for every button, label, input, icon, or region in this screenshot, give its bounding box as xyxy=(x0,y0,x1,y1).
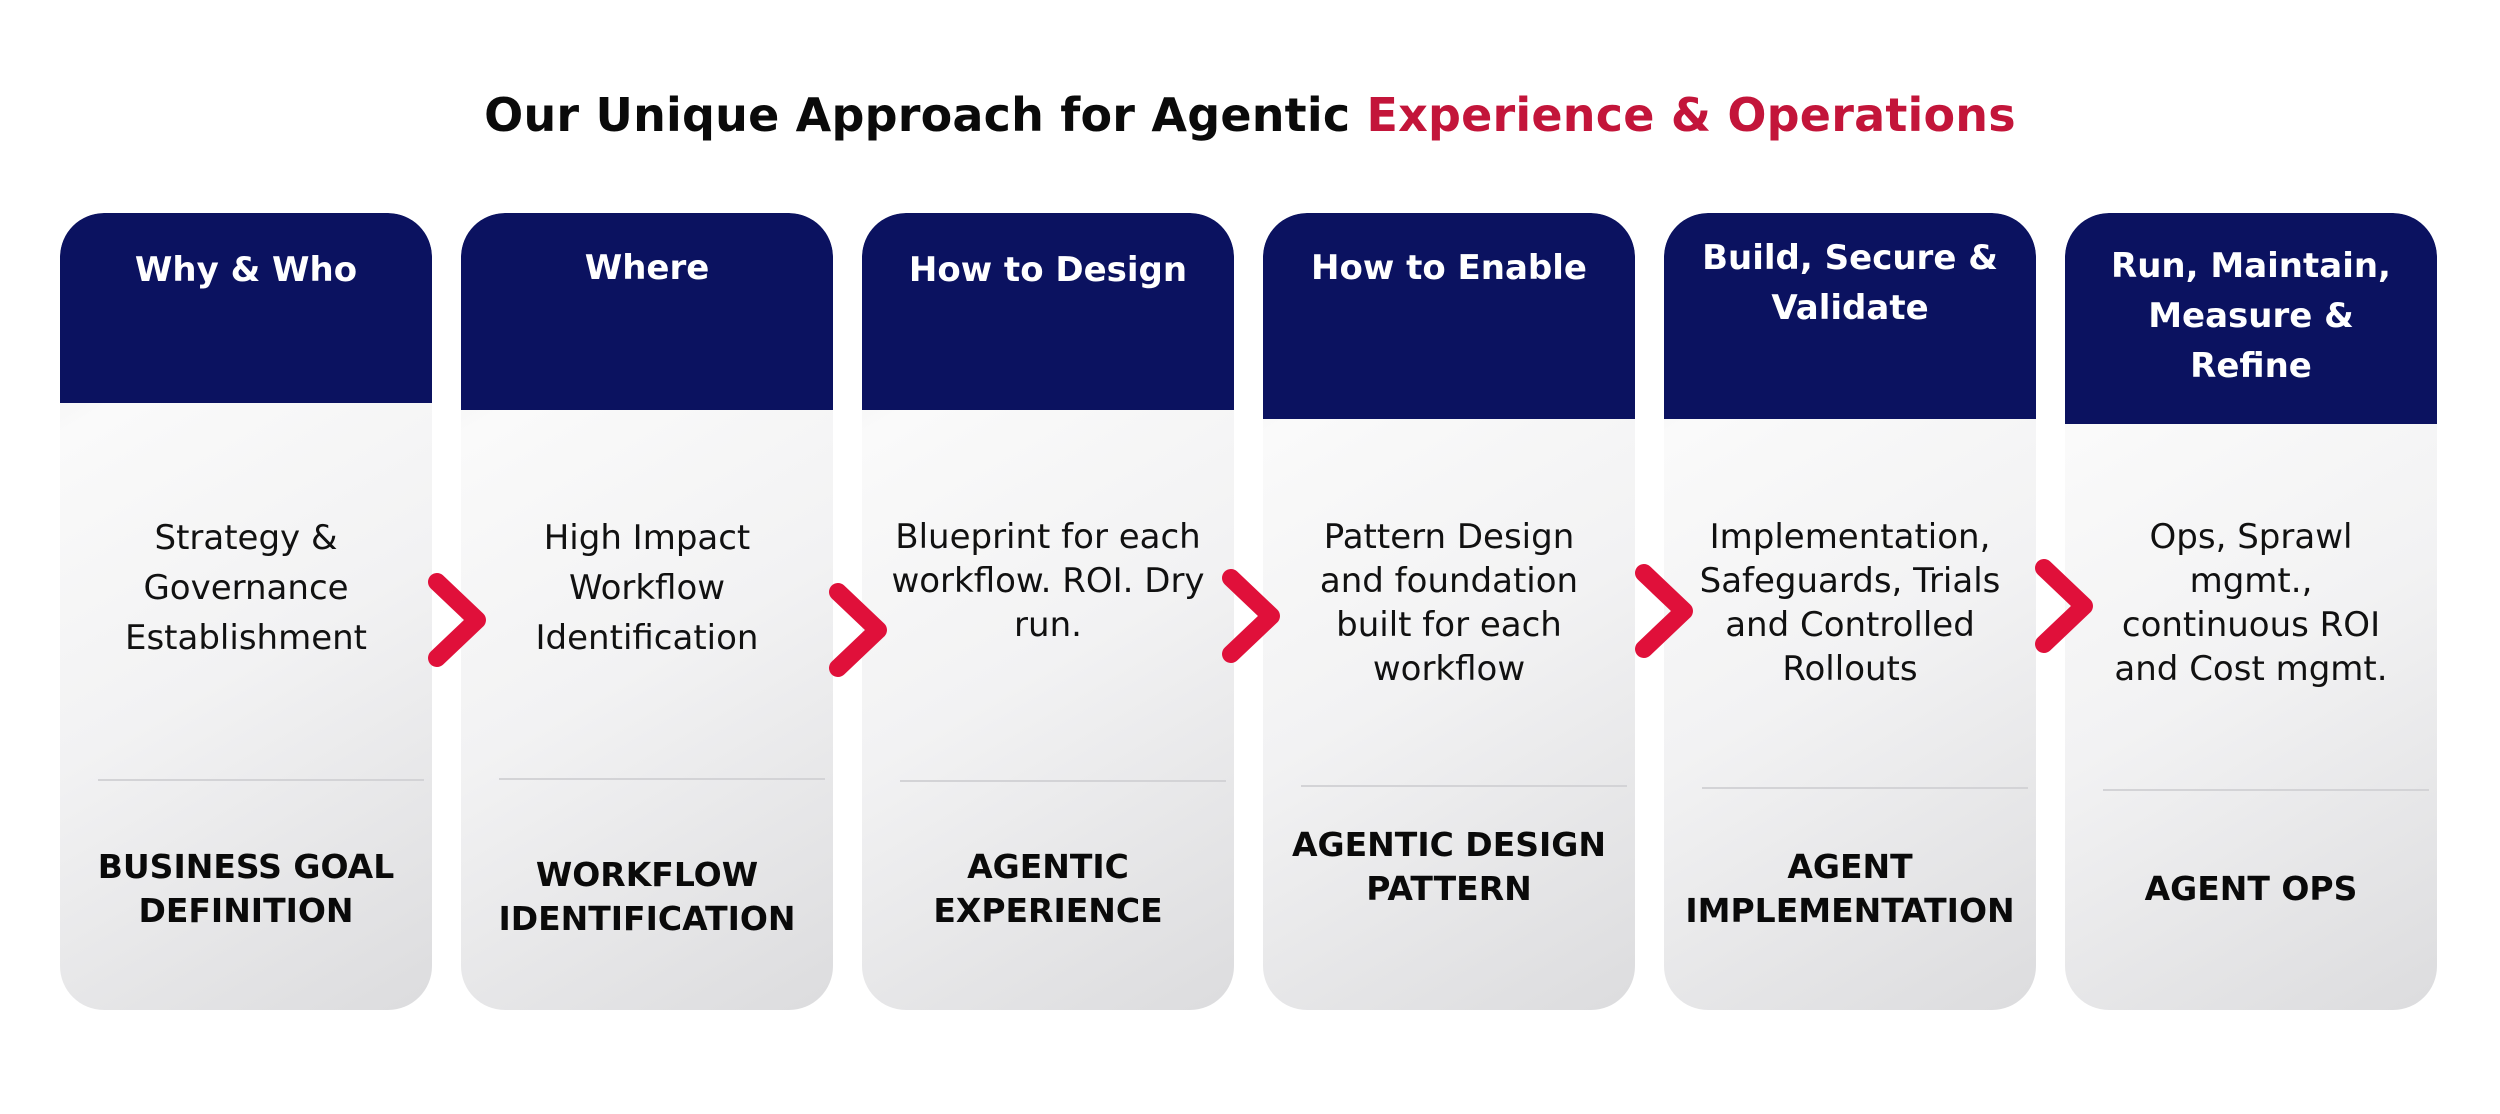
chevron-right-icon xyxy=(1635,564,1693,658)
title-accent: Experience & Operations xyxy=(1366,88,2016,142)
stage-header-1: Why & Who xyxy=(60,213,432,403)
stage-header-label: Build, Secure & Validate xyxy=(1702,238,1998,328)
page-title: Our Unique Approach for Agentic Experien… xyxy=(0,88,2500,142)
stage-header-5: Build, Secure & Validate xyxy=(1664,213,2036,419)
stage-header-6: Run, Maintain, Measure & Refine xyxy=(2065,213,2437,424)
stage-card-1: Why & Who Strategy & Governance Establis… xyxy=(60,213,432,1010)
stage-divider-5 xyxy=(1702,787,2028,789)
stage-footer-5: AGENT IMPLEMENTATION xyxy=(1685,847,2015,930)
title-main: Our Unique Approach for Agentic xyxy=(484,88,1367,142)
chevron-right-icon xyxy=(1222,569,1280,663)
stage-description-2: High Impact Workflow Identification xyxy=(535,518,759,658)
stage-card-5: Build, Secure & Validate Implementation,… xyxy=(1664,213,2036,1010)
chevron-right-icon xyxy=(428,573,486,667)
stage-divider-6 xyxy=(2103,789,2429,791)
stage-divider-4 xyxy=(1301,785,1627,787)
stage-header-label: How to Design xyxy=(908,250,1188,290)
stage-description-1: Strategy & Governance Establishment xyxy=(124,518,368,658)
stage-divider-1 xyxy=(98,779,424,781)
stage-divider-2 xyxy=(499,778,825,780)
stage-divider-3 xyxy=(900,780,1226,782)
stage-header-3: How to Design xyxy=(862,213,1234,410)
chevron-right-icon xyxy=(829,583,887,677)
stage-header-label: Run, Maintain, Measure & Refine xyxy=(2111,246,2391,386)
stage-card-3: How to Design Blueprint for each workflo… xyxy=(862,213,1234,1010)
stage-footer-1: BUSINESS GOAL DEFINITION xyxy=(97,847,395,930)
stage-footer-2: WORKFLOW IDENTIFICATION xyxy=(498,855,796,938)
stage-header-4: How to Enable xyxy=(1263,213,1635,419)
stage-footer-6: AGENT OPS xyxy=(2144,869,2358,908)
chevron-right-icon xyxy=(2035,559,2093,653)
stage-description-4: Pattern Design and foundation built for … xyxy=(1319,517,1579,689)
stage-description-5: Implementation, Safeguards, Trials and C… xyxy=(1699,517,2001,689)
stage-description-6: Ops, Sprawl mgmt., continuous ROI and Co… xyxy=(2114,517,2388,689)
stage-card-6: Run, Maintain, Measure & Refine Ops, Spr… xyxy=(2065,213,2437,1010)
stage-footer-4: AGENTIC DESIGN PATTERN xyxy=(1292,825,1606,908)
stage-card-2: Where High Impact Workflow Identificatio… xyxy=(461,213,833,1010)
stage-footer-3: AGENTIC EXPERIENCE xyxy=(933,847,1163,930)
stage-header-label: Why & Who xyxy=(134,250,358,290)
stage-card-4: How to Enable Pattern Design and foundat… xyxy=(1263,213,1635,1010)
stage-header-2: Where xyxy=(461,213,833,410)
stage-header-label: Where xyxy=(584,248,710,288)
stage-description-3: Blueprint for each workflow. ROI. Dry ru… xyxy=(891,517,1205,645)
stage-header-label: How to Enable xyxy=(1311,248,1587,288)
